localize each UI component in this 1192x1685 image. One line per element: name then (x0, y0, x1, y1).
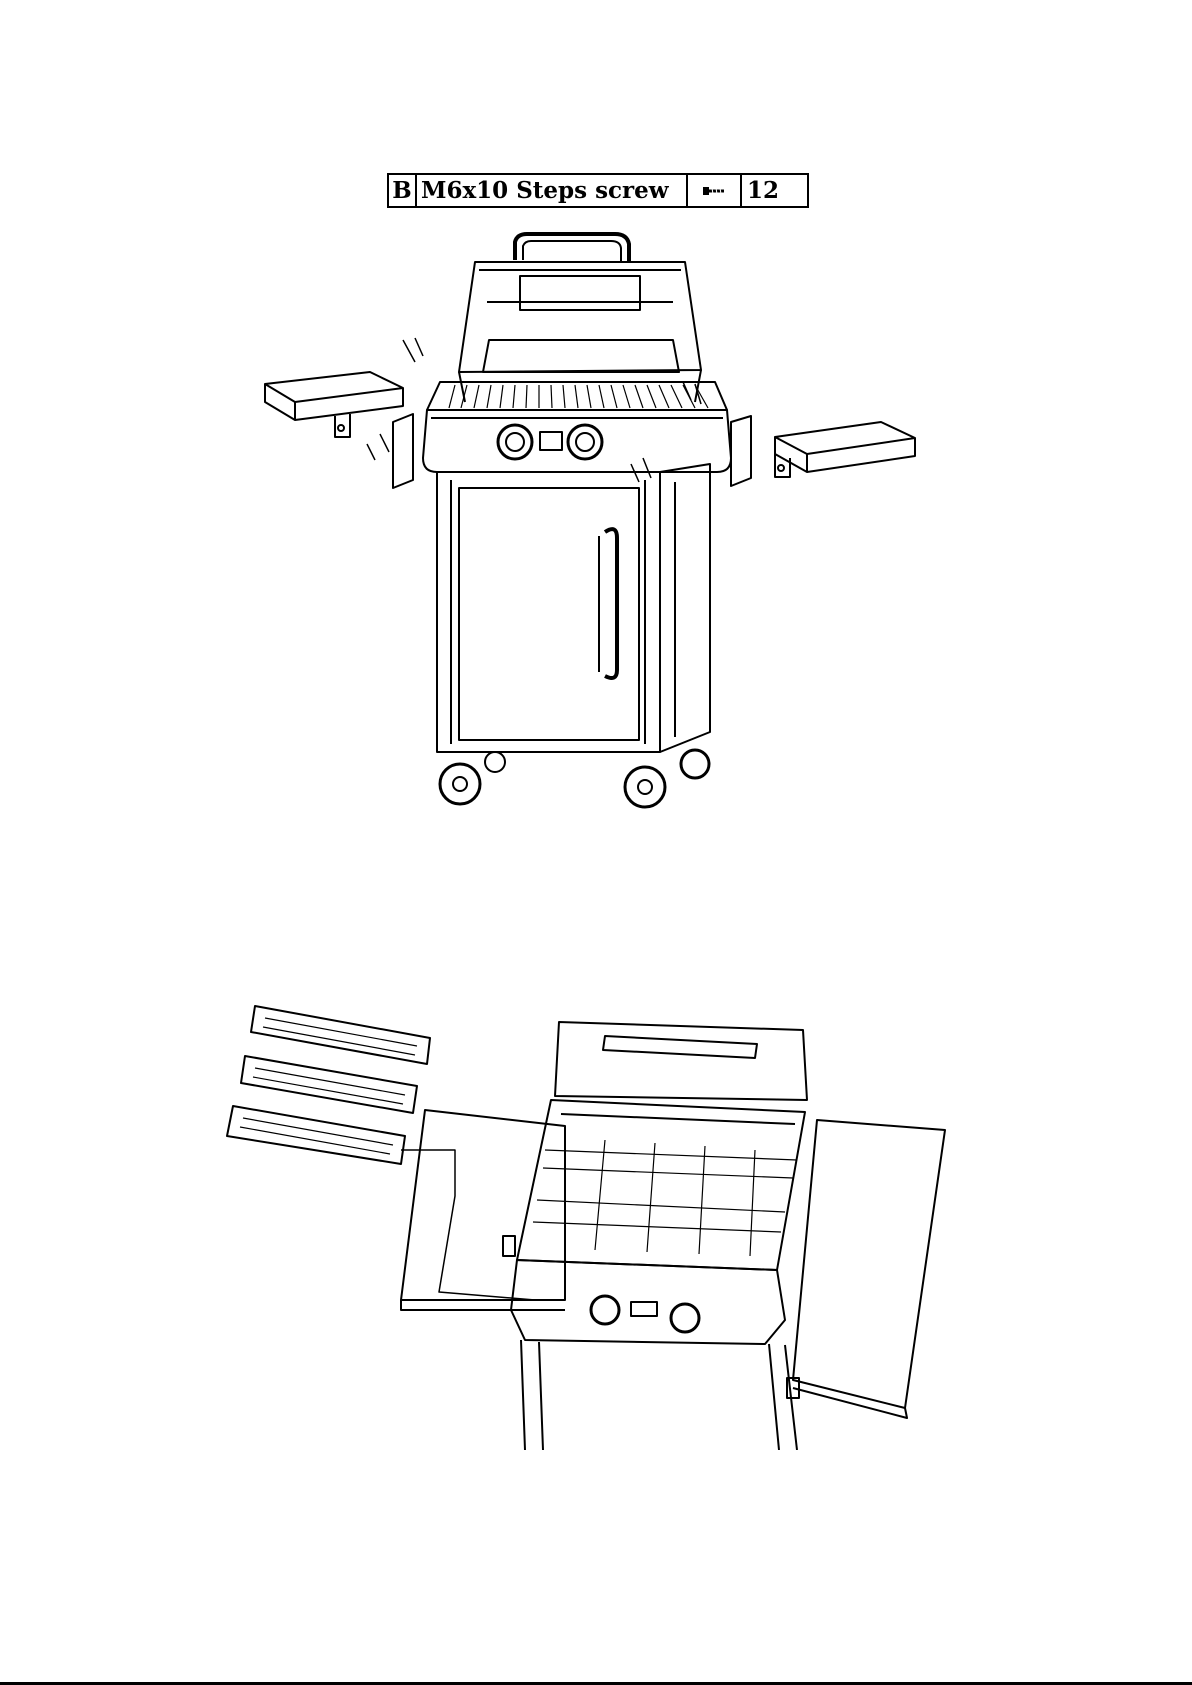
part-icon-cell (688, 175, 742, 206)
grill-assembly-figure (255, 232, 935, 822)
parts-table: B M6x10 Steps screw 12 (387, 173, 809, 208)
part-description: M6x10 Steps screw (417, 175, 688, 206)
screw-icon (703, 186, 725, 196)
part-quantity: 12 (742, 175, 807, 206)
cooking-grates-icon (227, 1006, 945, 1450)
grill-assembly-icon (265, 234, 915, 807)
part-letter: B (389, 175, 417, 206)
grate-installation-figure (205, 1000, 1035, 1450)
